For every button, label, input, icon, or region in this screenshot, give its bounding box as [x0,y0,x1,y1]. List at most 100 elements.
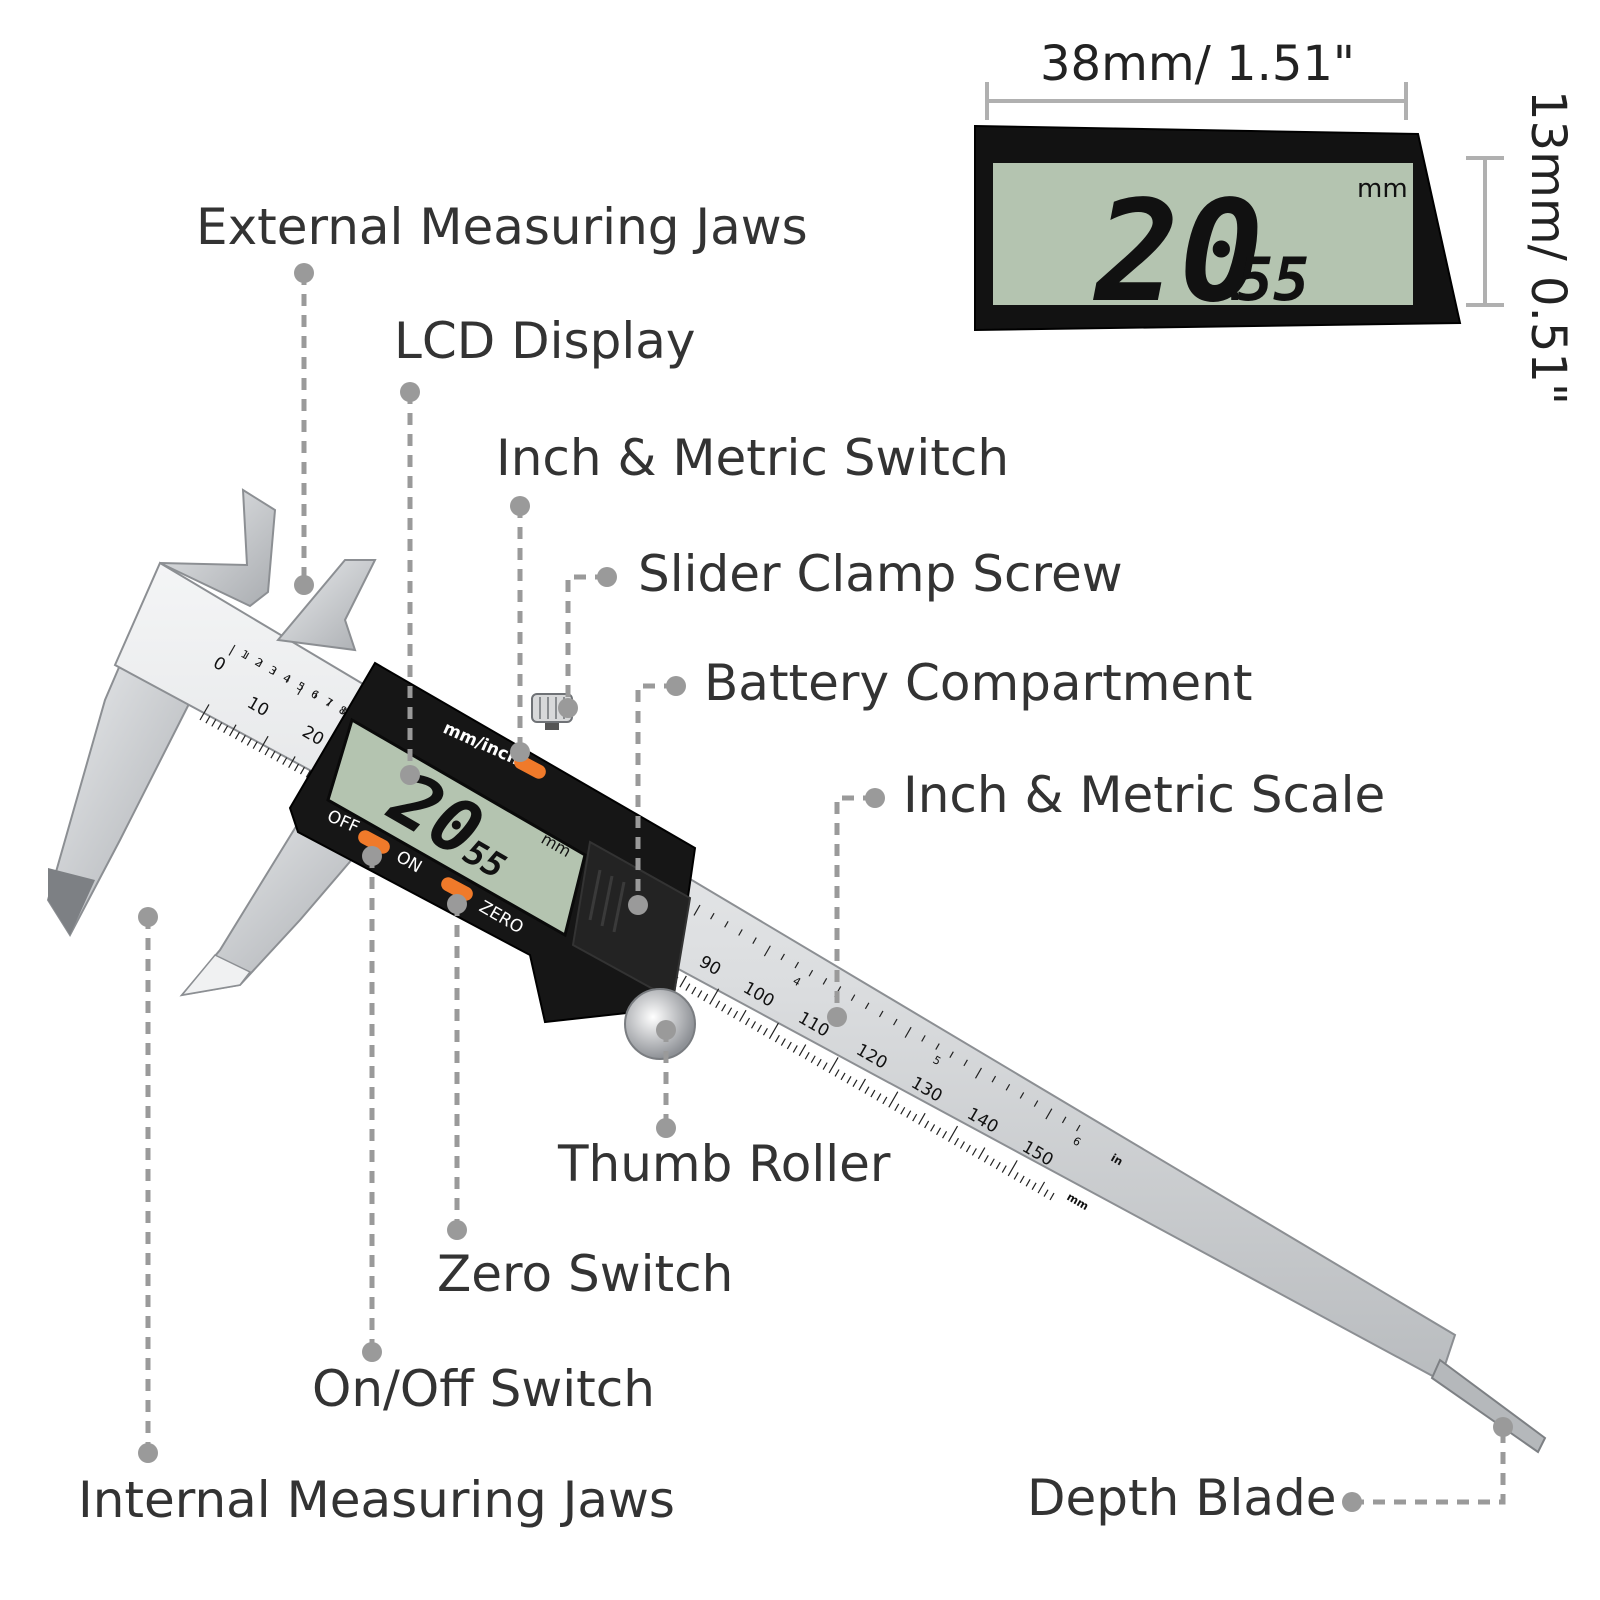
scale-tick [977,1147,986,1160]
scale-tick [780,953,785,961]
scale-tick [808,969,814,977]
scale-tick [205,715,211,724]
scale-in-unit: in [1109,1151,1126,1168]
scale-tick [965,1144,971,1153]
scale-tick [299,766,305,775]
scale-tick [211,719,217,727]
scale-tick [199,704,210,721]
depth-blade-rod [1430,1358,1547,1454]
scale-tick [959,1141,965,1149]
scale-tick [930,1124,936,1132]
scale-tick [1043,1189,1049,1197]
battery-cover-grip [588,869,626,933]
scale-tick [1075,1124,1081,1132]
scale-tick [272,668,277,675]
scale-tick [870,1089,876,1098]
scale-tick [282,757,288,765]
label-slider-clamp: Slider Clamp Screw [638,545,1123,603]
scale-mm-unit: mm [1065,1190,1091,1213]
fixed-external-jaw-tip [48,868,95,935]
scale-tick [991,1075,997,1083]
scale-tick [246,738,252,746]
scale-tick [693,904,701,916]
scale-tick [305,770,311,778]
scale-tick [882,1096,888,1105]
scale-tick [691,986,697,995]
label-zero-switch: Zero Switch [437,1245,733,1303]
scale-tick [264,747,270,756]
scale-tick [774,1034,780,1043]
scale-tick [724,920,729,928]
scale-tick [1007,1160,1018,1177]
scale-tick [852,1079,858,1088]
scale-tick [864,1002,870,1010]
scale-tick [878,1010,884,1018]
scale-tick [285,676,291,683]
scale-tick [697,990,703,998]
height-dimension-line [1466,156,1504,307]
scale-tick [893,1018,898,1026]
scale-tick [794,961,800,969]
scale-tick [947,1125,959,1142]
scale-tick [223,725,229,734]
inset-lcd-screen [993,163,1413,305]
scale-tick [745,1017,751,1026]
scale-tick [1019,1175,1025,1184]
scale-tick [763,945,771,957]
lcd-screen [326,717,587,938]
scale-tick [798,1044,807,1057]
scale-tick [727,1007,733,1015]
scale-tick [822,978,828,985]
label-thumb-roller: Thumb Roller [557,1135,891,1193]
scale-tick [750,1021,757,1029]
scale-tick [971,1148,977,1156]
fixed-internal-jaw [159,488,277,608]
scale-tick [228,644,236,656]
scale-tick [270,750,276,759]
label-internal-jaws: Internal Measuring Jaws [78,1471,675,1529]
sliding-external-jaw-tip [180,954,252,997]
scale-tick [327,699,332,707]
scale-tick [685,983,691,991]
scale-tick [816,1058,822,1067]
scale-tick [252,741,258,749]
scale-tick [752,937,757,944]
scale-tick [963,1059,968,1067]
scale-tick [258,735,269,753]
zero-button[interactable] [439,875,476,903]
scale-tick [786,1041,792,1050]
scale-tick [1045,1108,1053,1120]
scale-tick [828,1057,839,1074]
scale-tick [949,1051,954,1059]
scale-tick [294,763,300,772]
scale-tick [792,1045,798,1053]
label-depth-blade: Depth Blade [1027,1469,1337,1527]
scale-tick [924,1120,930,1129]
scale-tick [217,722,223,730]
scale-tick [921,1035,926,1042]
scale-tick [912,1113,918,1122]
inset-lcd-decimal-point: . [1222,261,1247,310]
scale-tick [942,1130,948,1139]
label-lcd-display: LCD Display [394,312,695,370]
on-off-button[interactable] [356,828,393,856]
scale-tick [804,1052,810,1060]
scale-tick [234,731,240,740]
scale-tick [229,724,237,737]
scale-tick [888,1091,899,1108]
scale-tick [710,912,715,920]
scale-tick [1031,1182,1037,1191]
scale-tick [709,988,720,1005]
scale-tick [894,1103,900,1112]
scale-tick [918,1112,926,1125]
scale-tick [1005,1083,1011,1091]
scale-tick [935,1043,940,1050]
inset-lcd-unit: mm [1357,174,1408,204]
scale-tick [313,691,319,699]
scale-tick [900,1106,906,1115]
label-on-off-switch: On/Off Switch [312,1360,655,1418]
scale-tick [288,756,296,769]
scale-tick [906,1110,912,1118]
scale-tick [733,1010,739,1019]
scale-tick [1019,1092,1025,1099]
